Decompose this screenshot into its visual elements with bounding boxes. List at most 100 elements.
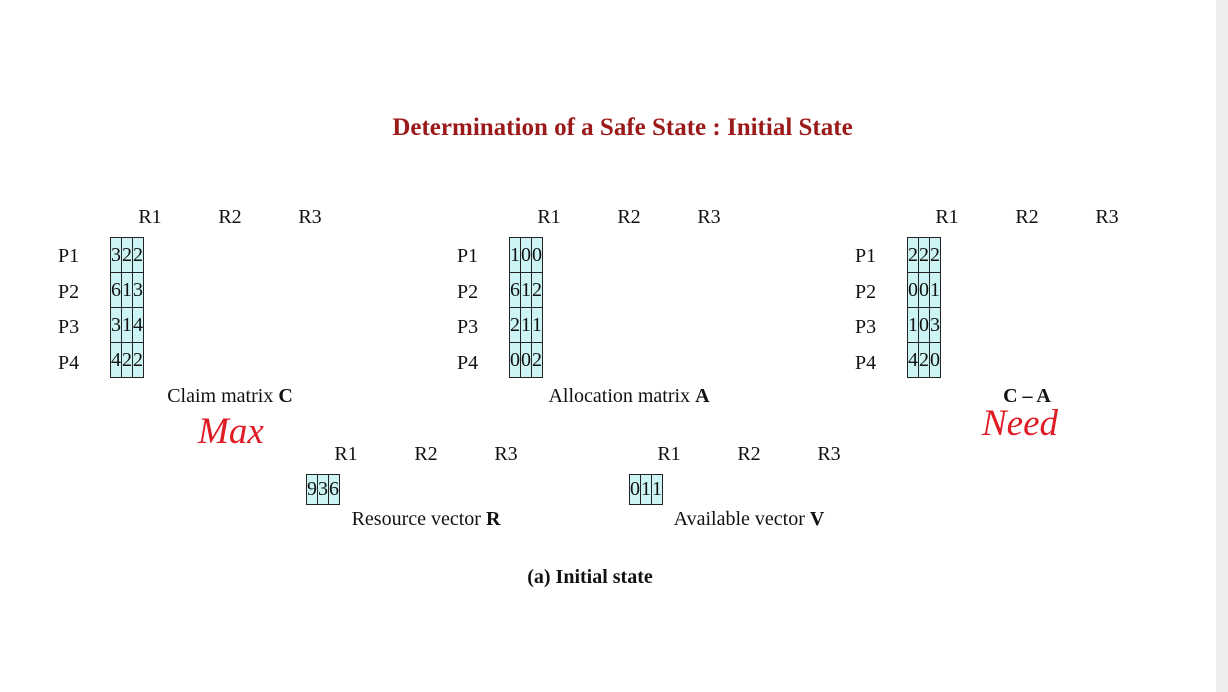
matrix-cell: 3 — [110, 307, 122, 343]
matrix-cell: 2 — [907, 237, 919, 273]
col-header-r1: R1 — [334, 443, 358, 465]
figure-caption: (a) Initial state — [527, 566, 653, 588]
row-header-p1: P1 — [855, 245, 877, 267]
caption-symbol: R — [485, 508, 501, 530]
row-header-p4: P4 — [457, 352, 479, 374]
vector-cell: 3 — [317, 474, 329, 505]
caption-text: Resource vector — [351, 508, 486, 530]
available-vector: 0 1 1 — [629, 474, 663, 505]
col-header-r2: R2 — [1015, 206, 1039, 228]
resource-vector-caption: Resource vector R — [306, 508, 546, 531]
resource-vector: 9 3 6 — [306, 474, 340, 505]
caption-symbol: A — [695, 385, 710, 407]
vector-row: 9 3 6 — [306, 474, 340, 505]
row-header-p3: P3 — [58, 316, 80, 338]
claim-matrix: 3 2 2 6 1 3 3 1 4 4 2 2 — [110, 237, 144, 378]
matrix-row: 6 1 3 — [110, 272, 144, 308]
matrix-cell: 0 — [531, 237, 543, 273]
vector-cell: 1 — [651, 474, 663, 505]
col-header-r2: R2 — [737, 443, 761, 465]
col-header-r3: R3 — [1095, 206, 1119, 228]
col-header-r1: R1 — [537, 206, 561, 228]
matrix-cell: 2 — [121, 237, 133, 273]
col-header-r3: R3 — [697, 206, 721, 228]
allocation-matrix-caption: Allocation matrix A — [509, 385, 749, 408]
vector-cell: 9 — [306, 474, 318, 505]
col-header-r1: R1 — [657, 443, 681, 465]
matrix-row: 1 0 0 — [509, 237, 543, 273]
row-header-p1: P1 — [58, 245, 80, 267]
need-annotation: Need — [982, 403, 1059, 444]
matrix-row: 6 1 2 — [509, 272, 543, 308]
matrix-row: 1 0 3 — [907, 307, 941, 343]
col-header-r3: R3 — [494, 443, 518, 465]
col-header-r1: R1 — [935, 206, 959, 228]
matrix-cell: 0 — [520, 237, 532, 273]
vector-row: 0 1 1 — [629, 474, 663, 505]
need-matrix-caption: C – A — [907, 385, 1147, 408]
matrix-cell: 4 — [110, 342, 122, 378]
col-header-r2: R2 — [414, 443, 438, 465]
matrix-cell: 1 — [121, 272, 133, 308]
max-annotation: Max — [198, 411, 264, 452]
matrix-cell: 2 — [132, 237, 144, 273]
matrix-cell: 0 — [509, 342, 521, 378]
matrix-cell: 0 — [520, 342, 532, 378]
matrix-cell: 1 — [907, 307, 919, 343]
matrix-cell: 4 — [907, 342, 919, 378]
caption-text: Allocation matrix — [548, 385, 696, 407]
row-header-p2: P2 — [855, 281, 877, 303]
matrix-row: 4 2 0 — [907, 342, 941, 378]
matrix-cell: 1 — [929, 272, 941, 308]
matrix-cell: 3 — [110, 237, 122, 273]
row-header-p2: P2 — [58, 281, 80, 303]
caption-text: Available vector — [673, 508, 810, 530]
matrix-cell: 2 — [132, 342, 144, 378]
matrix-cell: 2 — [121, 342, 133, 378]
matrix-row: 2 1 1 — [509, 307, 543, 343]
col-header-r3: R3 — [817, 443, 841, 465]
vector-cell: 6 — [328, 474, 340, 505]
matrix-cell: 1 — [121, 307, 133, 343]
row-header-p4: P4 — [58, 352, 80, 374]
vector-cell: 0 — [629, 474, 641, 505]
matrix-row: 3 2 2 — [110, 237, 144, 273]
matrix-cell: 2 — [929, 237, 941, 273]
matrix-row: 0 0 2 — [509, 342, 543, 378]
matrix-row: 4 2 2 — [110, 342, 144, 378]
matrix-cell: 6 — [509, 272, 521, 308]
slide-title: Determination of a Safe State : Initial … — [392, 114, 853, 141]
matrix-cell: 1 — [520, 272, 532, 308]
matrix-cell: 0 — [918, 307, 930, 343]
matrix-cell: 6 — [110, 272, 122, 308]
matrix-cell: 2 — [918, 342, 930, 378]
matrix-row: 0 0 1 — [907, 272, 941, 308]
col-header-r2: R2 — [218, 206, 242, 228]
caption-symbol: V — [809, 508, 825, 530]
matrix-cell: 3 — [929, 307, 941, 343]
matrix-row: 2 2 2 — [907, 237, 941, 273]
matrix-cell: 4 — [132, 307, 144, 343]
matrix-cell: 2 — [531, 342, 543, 378]
vector-cell: 1 — [640, 474, 652, 505]
matrix-cell: 2 — [918, 237, 930, 273]
matrix-cell: 2 — [509, 307, 521, 343]
caption-text: Claim matrix — [167, 385, 279, 407]
matrix-cell: 1 — [520, 307, 532, 343]
col-header-r1: R1 — [138, 206, 162, 228]
matrix-cell: 2 — [531, 272, 543, 308]
row-header-p2: P2 — [457, 281, 479, 303]
need-matrix: 2 2 2 0 0 1 1 0 3 4 2 0 — [907, 237, 941, 378]
row-header-p3: P3 — [855, 316, 877, 338]
col-header-r3: R3 — [298, 206, 322, 228]
caption-symbol: C — [278, 385, 293, 407]
window-edge — [1216, 0, 1228, 692]
matrix-cell: 1 — [509, 237, 521, 273]
matrix-row: 3 1 4 — [110, 307, 144, 343]
row-header-p1: P1 — [457, 245, 479, 267]
matrix-cell: 3 — [132, 272, 144, 308]
claim-matrix-caption: Claim matrix C — [110, 385, 350, 408]
row-header-p3: P3 — [457, 316, 479, 338]
available-vector-caption: Available vector V — [629, 508, 869, 531]
col-header-r2: R2 — [617, 206, 641, 228]
